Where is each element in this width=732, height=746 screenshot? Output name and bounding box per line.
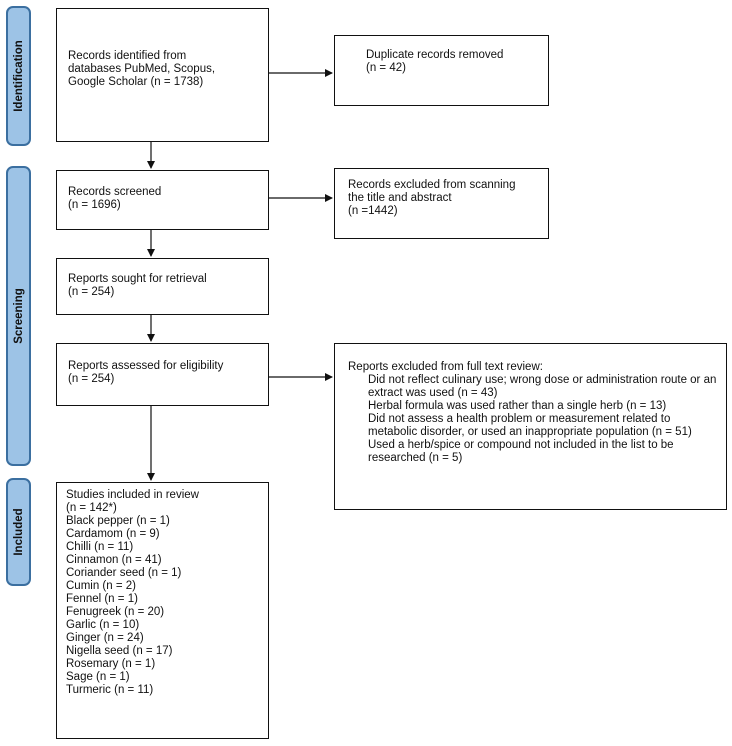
list-item: Herbal formula was used rather than a si… — [368, 400, 667, 412]
reports-assessed-text: Reports assessed for eligibility (n = 25… — [68, 360, 224, 385]
list-item: Used a herb/spice or compound not includ… — [368, 439, 674, 464]
list-item: Chilli (n = 11) — [66, 541, 134, 553]
records-identified-box: Records identified from databases PubMed… — [56, 8, 269, 142]
list-item: Rosemary (n = 1) — [66, 658, 156, 670]
records-screened-box: Records screened (n = 1696) — [56, 170, 269, 230]
list-item: Fenugreek (n = 20) — [66, 606, 165, 618]
reports-sought-box: Reports sought for retrieval (n = 254) — [56, 258, 269, 315]
phase-included: Included — [6, 478, 31, 586]
duplicates-removed-box: Duplicate records removed (n = 42) — [334, 35, 549, 106]
list-item: Ginger (n = 24) — [66, 632, 144, 644]
list-item: Cardamom (n = 9) — [66, 528, 160, 540]
records-excluded-text: Records excluded from scanning the title… — [348, 179, 516, 217]
list-item: Did not assess a health problem or measu… — [368, 413, 692, 438]
list-item: Cumin (n = 2) — [66, 580, 136, 592]
reports-excluded-box: Reports excluded from full text review: … — [334, 343, 727, 510]
list-item: Garlic (n = 10) — [66, 619, 140, 631]
list-item: Coriander seed (n = 1) — [66, 567, 182, 579]
list-item: Turmeric (n = 11) — [66, 684, 154, 696]
studies-included-list: Black pepper (n = 1) Cardamom (n = 9) Ch… — [66, 515, 260, 697]
records-excluded-box: Records excluded from scanning the title… — [334, 168, 549, 239]
list-item: Fennel (n = 1) — [66, 593, 138, 605]
reports-excluded-list: Did not reflect culinary use; wrong dose… — [348, 374, 718, 465]
list-item: Did not reflect culinary use; wrong dose… — [368, 374, 717, 399]
list-item: Black pepper (n = 1) — [66, 515, 170, 527]
reports-sought-text: Reports sought for retrieval (n = 254) — [68, 273, 207, 298]
phase-identification: Identification — [6, 6, 31, 146]
phase-screening: Screening — [6, 166, 31, 466]
reports-excluded-heading: Reports excluded from full text review: — [348, 361, 543, 373]
records-identified-text: Records identified from databases PubMed… — [68, 50, 216, 88]
list-item: Nigella seed (n = 17) — [66, 645, 173, 657]
list-item: Sage (n = 1) — [66, 671, 130, 683]
records-screened-text: Records screened (n = 1696) — [68, 186, 162, 211]
reports-assessed-box: Reports assessed for eligibility (n = 25… — [56, 343, 269, 406]
list-item: Cinnamon (n = 41) — [66, 554, 162, 566]
duplicates-removed-text: Duplicate records removed (n = 42) — [366, 49, 504, 74]
studies-included-heading: Studies included in review (n = 142*) — [66, 489, 199, 514]
studies-included-box: Studies included in review (n = 142*) Bl… — [56, 482, 269, 739]
